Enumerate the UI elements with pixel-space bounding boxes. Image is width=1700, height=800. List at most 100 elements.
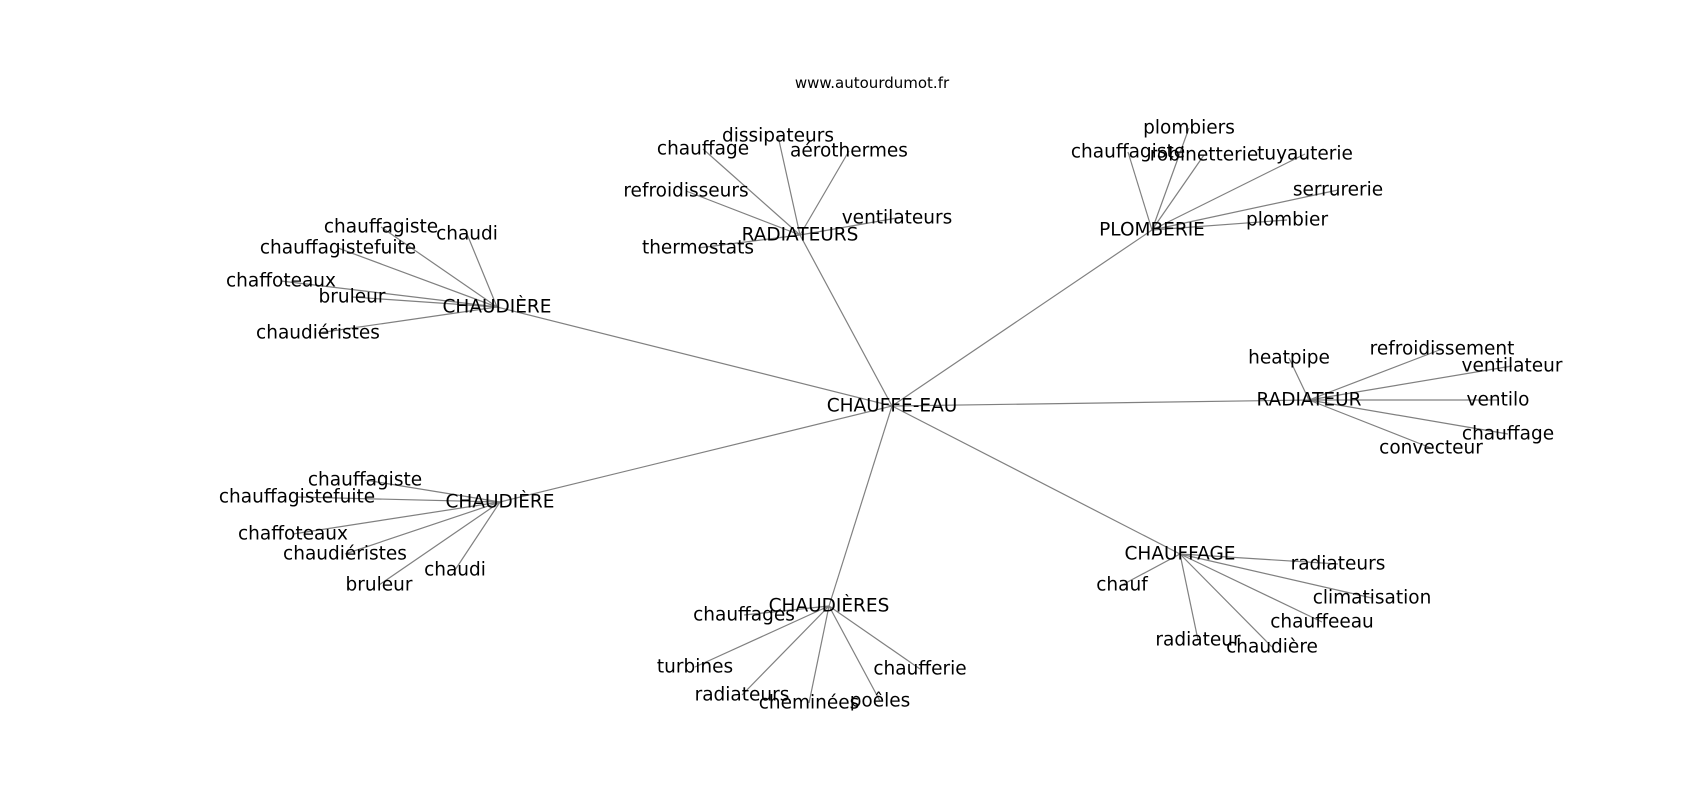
edge-center-chauffage — [891, 405, 1181, 555]
edge-center-radiateurs — [799, 234, 893, 407]
hub-node-chauffage[interactable]: CHAUFFAGE — [1125, 544, 1236, 565]
hub-node-chaudieres[interactable]: CHAUDIÈRES — [769, 595, 890, 617]
edge-chaudiere-top-leaf — [337, 247, 498, 308]
edge-chaudieres-leaf — [828, 605, 881, 702]
edge-chauffage-leaf — [1179, 553, 1273, 648]
edge-plomberie-leaf — [1151, 219, 1288, 231]
edge-chauffage-leaf — [1121, 553, 1181, 586]
edge-plomberie-leaf — [1127, 151, 1153, 231]
edge-radiateur-leaf — [1288, 357, 1310, 401]
center-node[interactable]: CHAUFFE-EAU — [827, 396, 958, 417]
edge-chaudiere-bottom-leaf — [378, 501, 501, 586]
edge-plomberie-leaf — [1151, 189, 1339, 231]
edge-chaudiere-bottom-leaf — [296, 496, 501, 503]
edge-chauffage-leaf — [1179, 553, 1323, 623]
edge-chaudiere-top-leaf — [351, 296, 498, 308]
leaf-node[interactable]: robinetterie — [1150, 145, 1259, 166]
edge-center-radiateur — [891, 399, 1310, 407]
leaf-node[interactable]: chauffages — [693, 605, 795, 626]
hub-node-radiateur[interactable]: RADIATEUR — [1256, 390, 1361, 411]
edge-plomberie-leaf — [1151, 127, 1190, 231]
leaf-node[interactable]: ventilateurs — [842, 208, 953, 229]
leaf-node[interactable]: turbines — [657, 657, 733, 678]
leaf-node[interactable]: radiateurs — [695, 685, 790, 706]
edge-chauffage-leaf — [1179, 553, 1199, 641]
site-label: www.autourdumot.fr — [795, 74, 950, 92]
edge-radiateurs-leaf — [777, 135, 801, 236]
edge-chaudieres-leaf — [741, 605, 830, 696]
leaf-node[interactable]: chaudiéristes — [256, 323, 380, 344]
leaf-node[interactable]: ventilateur — [1462, 356, 1563, 377]
edge-chaudieres-leaf — [828, 605, 921, 670]
leaf-node[interactable]: cheminées — [759, 693, 860, 714]
leaf-node[interactable]: chauffagistefuite — [260, 238, 416, 259]
edge-center-chaudiere-top — [496, 306, 893, 407]
leaf-node[interactable]: aérothermes — [790, 141, 908, 162]
leaf-node[interactable]: radiateurs — [1291, 554, 1386, 575]
hub-node-radiateurs[interactable]: RADIATEURS — [742, 225, 859, 246]
leaf-node[interactable]: ventilo — [1467, 390, 1530, 411]
edge-plomberie-leaf — [1151, 154, 1205, 231]
leaf-node[interactable]: chauffage — [1462, 424, 1554, 445]
leaf-node[interactable]: refroidisseurs — [623, 181, 748, 202]
hub-node-chaudiere-top[interactable]: CHAUDIÈRE — [443, 296, 552, 318]
leaf-node[interactable]: chauffage — [657, 139, 749, 160]
edge-radiateur-leaf — [1308, 365, 1513, 401]
leaf-node[interactable]: plombiers — [1143, 118, 1235, 139]
leaf-node[interactable]: serrurerie — [1293, 180, 1383, 201]
leaf-node[interactable]: radiateur — [1155, 630, 1241, 651]
leaf-node[interactable]: chauffagiste — [1071, 142, 1185, 163]
edge-chaudiere-top-leaf — [380, 226, 498, 308]
leaf-node[interactable]: chaffoteaux — [226, 271, 336, 292]
leaf-node[interactable]: tuyauterie — [1257, 144, 1353, 165]
leaf-node[interactable]: climatisation — [1313, 588, 1432, 609]
edge-chaudiere-top-leaf — [280, 280, 498, 308]
edge-chaudieres-leaf — [694, 605, 830, 668]
hub-node-plomberie[interactable]: PLOMBERIE — [1099, 220, 1205, 241]
edge-plomberie-leaf — [1151, 153, 1306, 231]
edge-center-chaudiere-bottom — [499, 405, 893, 503]
graph-labels: chauffagistechaudichauffagistefuitechaff… — [219, 118, 1563, 714]
edge-radiateurs-leaf — [799, 217, 898, 236]
edge-chaudieres-leaf — [743, 605, 830, 616]
edge-chaudiere-bottom-leaf — [292, 501, 501, 535]
leaf-node[interactable]: chauffagiste — [308, 470, 422, 491]
edge-radiateurs-leaf — [702, 148, 801, 236]
leaf-node[interactable]: chauf — [1096, 575, 1148, 596]
edge-center-chaudieres — [828, 405, 893, 607]
edge-chaudiere-bottom-leaf — [344, 501, 501, 555]
edge-radiateurs-leaf — [799, 150, 850, 236]
leaf-node[interactable]: heatpipe — [1248, 348, 1330, 369]
leaf-node[interactable]: convecteur — [1379, 438, 1483, 459]
leaf-node[interactable]: chauffeeau — [1270, 612, 1374, 633]
leaf-node[interactable]: dissipateurs — [722, 126, 834, 147]
leaf-node[interactable]: refroidissement — [1370, 339, 1515, 360]
leaf-node[interactable]: chaudi — [424, 560, 486, 581]
leaf-node[interactable]: chauffagistefuite — [219, 487, 375, 508]
hub-node-chaudiere-bottom[interactable]: CHAUDIÈRE — [446, 491, 555, 513]
leaf-node[interactable]: chaudiéristes — [283, 544, 407, 565]
leaf-node[interactable]: chaudière — [1226, 637, 1318, 658]
leaf-node[interactable]: bruleur — [319, 287, 386, 308]
graph-edges — [280, 127, 1513, 704]
edge-chaudiere-bottom-leaf — [364, 479, 501, 503]
edge-radiateur-leaf — [1308, 399, 1509, 435]
edge-chauffage-leaf — [1179, 553, 1339, 565]
leaf-node[interactable]: poêles — [850, 691, 911, 712]
edge-chaudiere-bottom-leaf — [454, 501, 501, 571]
edge-chauffage-leaf — [1179, 553, 1373, 599]
edge-chaudieres-leaf — [808, 605, 830, 704]
edge-radiateurs-leaf — [685, 190, 801, 236]
leaf-node[interactable]: bruleur — [346, 575, 413, 596]
edge-chaudiere-top-leaf — [317, 306, 498, 334]
leaf-node[interactable]: thermostats — [642, 238, 754, 259]
leaf-node[interactable]: chaudi — [436, 224, 498, 245]
leaf-node[interactable]: chauffagiste — [324, 217, 438, 238]
leaf-node[interactable]: chaffoteaux — [238, 524, 348, 545]
edge-radiateurs-leaf — [697, 234, 801, 249]
leaf-node[interactable]: plombier — [1246, 210, 1328, 231]
leaf-node[interactable]: chaufferie — [873, 659, 966, 680]
edge-chaudiere-top-leaf — [466, 233, 498, 308]
edge-center-plomberie — [891, 229, 1153, 407]
